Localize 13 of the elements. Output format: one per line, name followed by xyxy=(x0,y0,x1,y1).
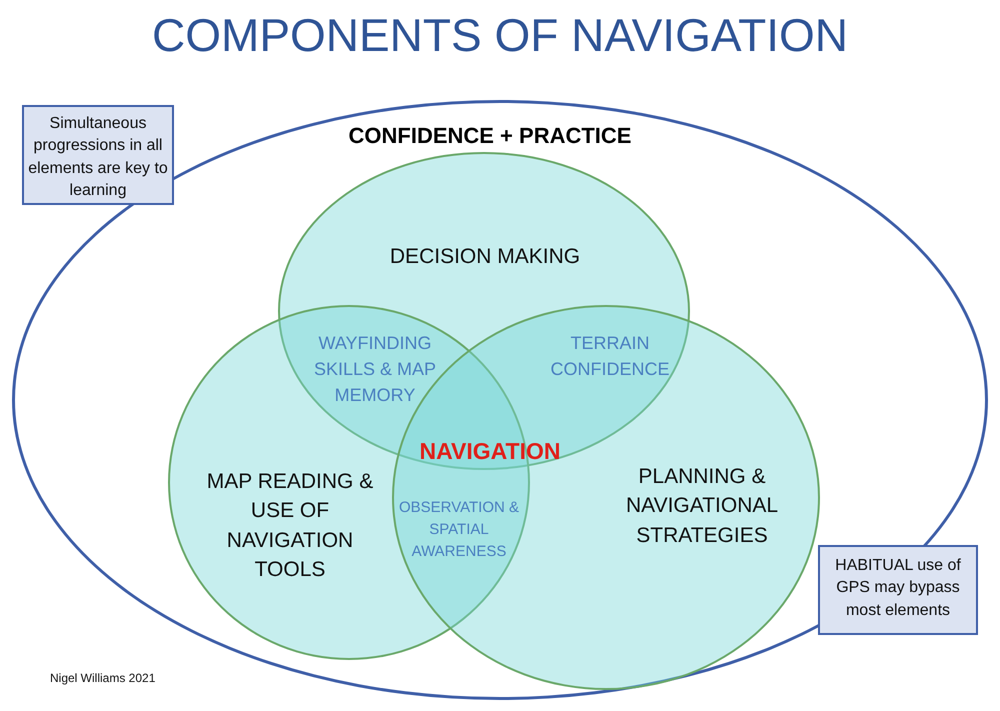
overlap-label: WAYFINDING SKILLS & MAP MEMORY xyxy=(312,332,438,408)
credit-text: Nigel Williams 2021 xyxy=(50,670,156,687)
ellipse-label: CONFIDENCE + PRACTICE xyxy=(348,122,632,150)
outer-ellipse xyxy=(12,100,988,700)
note-text: HABITUAL use of GPS may bypass most elements xyxy=(834,556,962,621)
title: COMPONENTS OF NAVIGATION xyxy=(151,8,849,62)
overlap-label: OBSERVATION & SPATIAL AWARENESS xyxy=(398,498,520,562)
center-label: NAVIGATION xyxy=(418,437,562,466)
circle-label: PLANNING & NAVIGATIONAL STRATEGIES xyxy=(624,464,780,549)
overlap-label: TERRAIN CONFIDENCE xyxy=(549,332,670,382)
circle-label: DECISION MAKING xyxy=(388,244,582,270)
circle-label: MAP READING & USE OF NAVIGATION TOOLS xyxy=(206,469,374,584)
note-text: Simultaneous progressions in all elements are key to learning xyxy=(27,114,169,202)
